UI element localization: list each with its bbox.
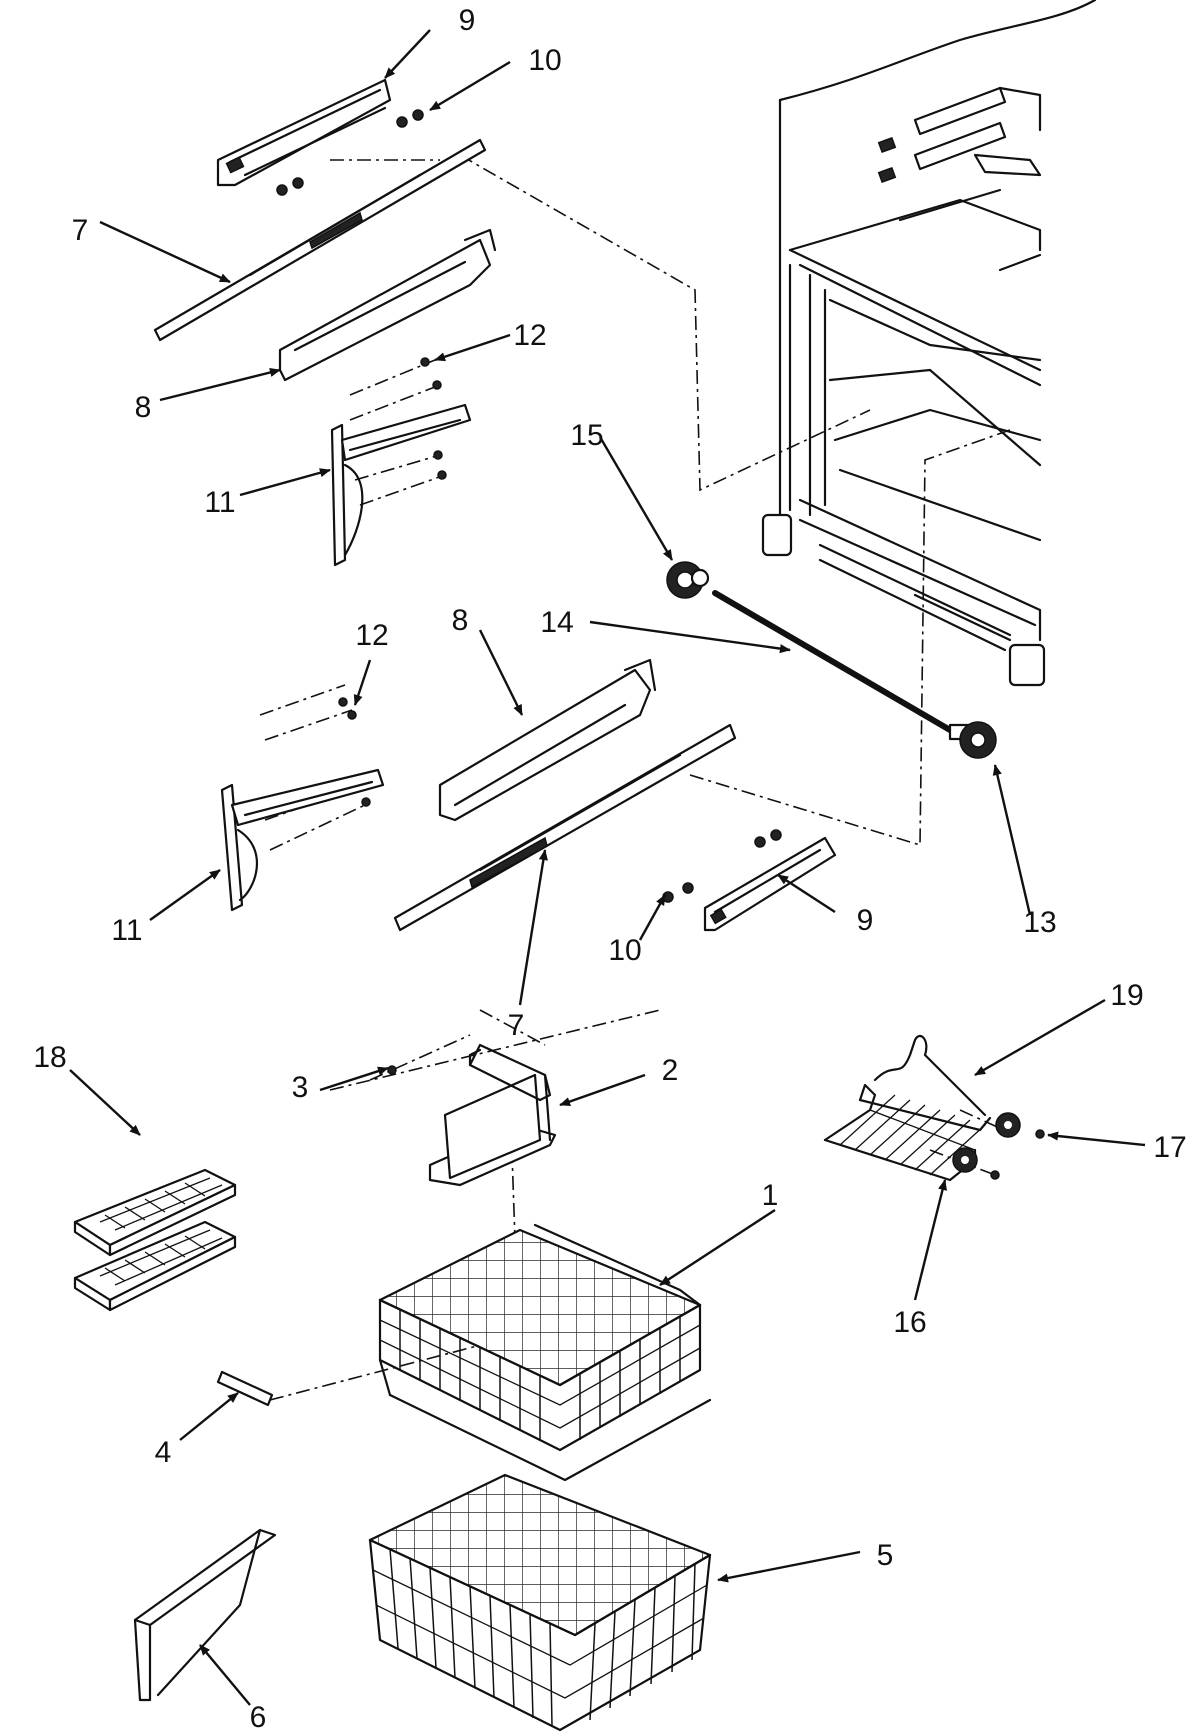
part-8-upper-drawer-guide: [278, 228, 497, 382]
callout-15: 15: [570, 419, 603, 452]
callout-1: 1: [762, 1179, 779, 1212]
part-10-upper-screws: [276, 109, 424, 196]
part-10-lower-screws: [662, 829, 782, 903]
callout-12-lower: 12: [355, 619, 388, 652]
part-13-gear: [948, 721, 997, 759]
callout-5: 5: [877, 1539, 894, 1572]
basket-5-vertical-wires: [389, 1548, 696, 1726]
part-7-upper-slide-rail: [153, 138, 487, 342]
part-16-rack-gear: [952, 1112, 1021, 1173]
callout-9-lower: 9: [857, 904, 874, 937]
part-14-shaft: [712, 590, 953, 733]
part-7-lower-slide-rail: [393, 723, 737, 932]
part-15-gear: [666, 561, 710, 599]
assembly-lines: [259, 154, 1016, 1401]
part-6-divider: [133, 1528, 277, 1702]
part-17-screws: [990, 1129, 1045, 1180]
part-4-handle-bar: [216, 1370, 274, 1407]
part-2-bin-divider: [428, 1043, 557, 1187]
callout-18: 18: [33, 1041, 66, 1074]
callout-7-upper: 7: [72, 214, 89, 247]
callout-11-lower: 11: [111, 914, 142, 947]
part-11-upper-support: [330, 403, 472, 567]
callout-10-lower: 10: [608, 934, 641, 967]
part-18-ice-trays: [73, 1168, 237, 1312]
part-12-upper-screws: [420, 357, 447, 480]
callout-12-upper: 12: [513, 319, 546, 352]
callout-3: 3: [292, 1071, 309, 1104]
part-9-lower-bracket: [703, 836, 837, 932]
callout-6: 6: [250, 1701, 267, 1734]
callout-19: 19: [1110, 979, 1143, 1012]
basket-1-vertical-wires: [399, 1310, 681, 1440]
part-9-upper-bracket: [216, 78, 392, 187]
part-5-lower-basket: [368, 1473, 712, 1732]
refrigerator-cabinet: [761, 0, 1097, 687]
callout-17: 17: [1153, 1131, 1186, 1164]
callout-4: 4: [155, 1436, 172, 1469]
callout-11-upper: 11: [204, 486, 235, 519]
callout-14: 14: [540, 606, 573, 639]
callout-8-lower: 8: [452, 604, 469, 637]
callout-16: 16: [893, 1306, 926, 1339]
callout-13: 13: [1023, 906, 1056, 939]
callout-8-upper: 8: [135, 391, 152, 424]
callout-labels: 9 10 7 8 12 11 15 8 14 12 11 7 10 9 13 1…: [33, 4, 1186, 1734]
callout-2: 2: [662, 1054, 679, 1087]
callout-leaders: [69, 29, 1146, 1706]
part-3-screw: [387, 1065, 397, 1075]
part-8-lower-drawer-guide: [438, 658, 657, 822]
callout-7-lower: 7: [508, 1009, 525, 1042]
part-11-lower-support: [220, 768, 385, 912]
callout-10-upper: 10: [528, 44, 561, 77]
callout-9-upper: 9: [459, 4, 476, 37]
part-1-upper-basket: [378, 1223, 712, 1482]
